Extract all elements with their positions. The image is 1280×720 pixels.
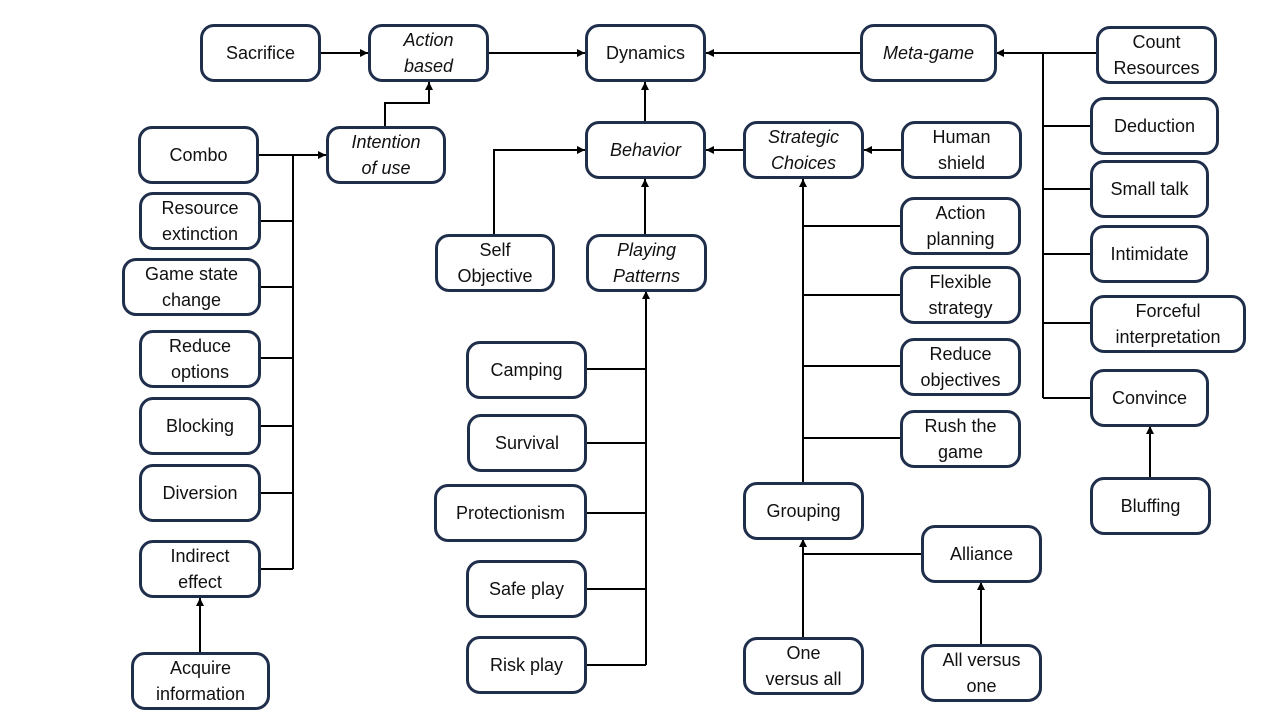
node-sacrifice: Sacrifice [200,24,321,82]
node-forceful-interpretation: Forceful interpretation [1090,295,1246,353]
node-risk-play: Risk play [466,636,587,694]
node-game-state-change: Game state change [122,258,261,316]
node-reduce-objectives: Reduce objectives [900,338,1021,396]
node-diversion: Diversion [139,464,261,522]
node-bluffing: Bluffing [1090,477,1211,535]
node-camping: Camping [466,341,587,399]
node-survival: Survival [467,414,587,472]
node-playing-patterns: Playing Patterns [586,234,707,292]
node-intimidate: Intimidate [1090,225,1209,283]
node-self-objective: Self Objective [435,234,555,292]
node-reduce-options: Reduce options [139,330,261,388]
node-blocking: Blocking [139,397,261,455]
node-resource-extinction: Resource extinction [139,192,261,250]
node-flexible-strategy: Flexible strategy [900,266,1021,324]
node-alliance: Alliance [921,525,1042,583]
edge-self-objective-to-behavior [493,146,585,234]
node-one-versus-all: One versus all [743,637,864,695]
node-meta-game: Meta-game [860,24,997,82]
node-combo: Combo [138,126,259,184]
node-acquire-information: Acquire information [131,652,270,710]
node-intention-of-use: Intention of use [326,126,446,184]
node-behavior: Behavior [585,121,706,179]
node-action-based: Action based [368,24,489,82]
node-action-planning: Action planning [900,197,1021,255]
node-protectionism: Protectionism [434,484,587,542]
node-grouping: Grouping [743,482,864,540]
node-all-versus-one: All versus one [921,644,1042,702]
node-small-talk: Small talk [1090,160,1209,218]
node-rush-the-game: Rush the game [900,410,1021,468]
node-dynamics: Dynamics [585,24,706,82]
node-deduction: Deduction [1090,97,1219,155]
node-count-resources: Count Resources [1096,26,1217,84]
node-indirect-effect: Indirect effect [139,540,261,598]
node-safe-play: Safe play [466,560,587,618]
node-convince: Convince [1090,369,1209,427]
edge-intention-to-action-based [384,82,433,126]
node-human-shield: Human shield [901,121,1022,179]
node-strategic-choices: Strategic Choices [743,121,864,179]
